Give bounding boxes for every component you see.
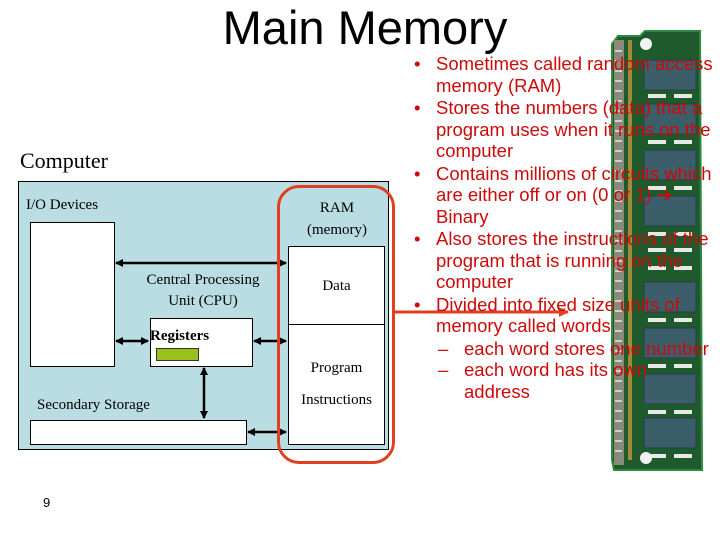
cpu-label-line1: Central Processing	[146, 272, 260, 288]
sub-bullet-text: each word stores one number	[464, 337, 709, 359]
bullet-text: Sometimes called random access memory (R…	[436, 53, 713, 96]
bullet-item: • Also stores the instructions of the pr…	[414, 228, 714, 293]
register-cell	[156, 348, 199, 361]
bullet-text: Divided into fixed size units of memory …	[436, 293, 680, 337]
page-number: 9	[43, 495, 51, 510]
bullet-dot: •	[414, 97, 421, 118]
bullet-dot: •	[414, 228, 421, 249]
cpu-label-line2: Unit (CPU)	[168, 293, 238, 309]
bullet-text-after-arrow: Binary	[436, 205, 489, 227]
sub-bullet-item: – each word has its own address	[414, 359, 714, 402]
sub-bullet-item: – each word stores one number	[414, 338, 714, 360]
arrow-right-icon: ➔	[656, 184, 673, 205]
cpu-label: Central Processing Unit (CPU)	[128, 270, 278, 312]
ram-label-line1: RAM	[319, 200, 355, 216]
ram-program-label: Program	[310, 360, 363, 376]
bullet-dot: •	[414, 293, 421, 315]
bullet-item: • Contains millions of circuits which ar…	[414, 163, 714, 228]
bullet-item: • Stores the numbers (data) that a progr…	[414, 97, 714, 162]
bullet-text: Contains millions of circuits which are …	[436, 162, 712, 206]
secondary-storage-label: Secondary Storage	[37, 397, 150, 413]
bullet-text: Stores the numbers (data) that a program…	[436, 97, 711, 161]
sub-bullet-dash: –	[438, 337, 449, 359]
ram-data-label: Data	[322, 278, 351, 294]
io-devices-label: I/O Devices	[26, 197, 99, 213]
slide-title: Main Memory	[222, 1, 508, 54]
sub-bullet-dash: –	[438, 359, 449, 380]
ram-box	[288, 246, 385, 445]
bullet-item: • Divided into fixed size units of memor…	[414, 294, 714, 337]
bullet-dot: •	[414, 53, 421, 74]
ram-module-photo	[611, 30, 704, 471]
ram-instructions-label: Instructions	[301, 392, 372, 408]
computer-label: Computer	[20, 148, 108, 173]
ram-label: RAM (memory)	[285, 197, 389, 241]
sub-bullet-text: each word has its own address	[464, 359, 648, 402]
bullet-text: Also stores the instructions of the prog…	[436, 228, 709, 292]
ram-divider	[288, 324, 385, 325]
registers-label: Registers	[150, 328, 210, 344]
secondary-storage-box	[30, 420, 247, 445]
io-devices-box	[30, 222, 115, 367]
ram-highlight-outline	[277, 185, 395, 464]
ram-label-line2: (memory)	[307, 222, 367, 238]
bullet-item: • Sometimes called random access memory …	[414, 53, 714, 96]
bullet-dot: •	[414, 162, 421, 184]
bullet-list: • Sometimes called random access memory …	[414, 53, 714, 402]
